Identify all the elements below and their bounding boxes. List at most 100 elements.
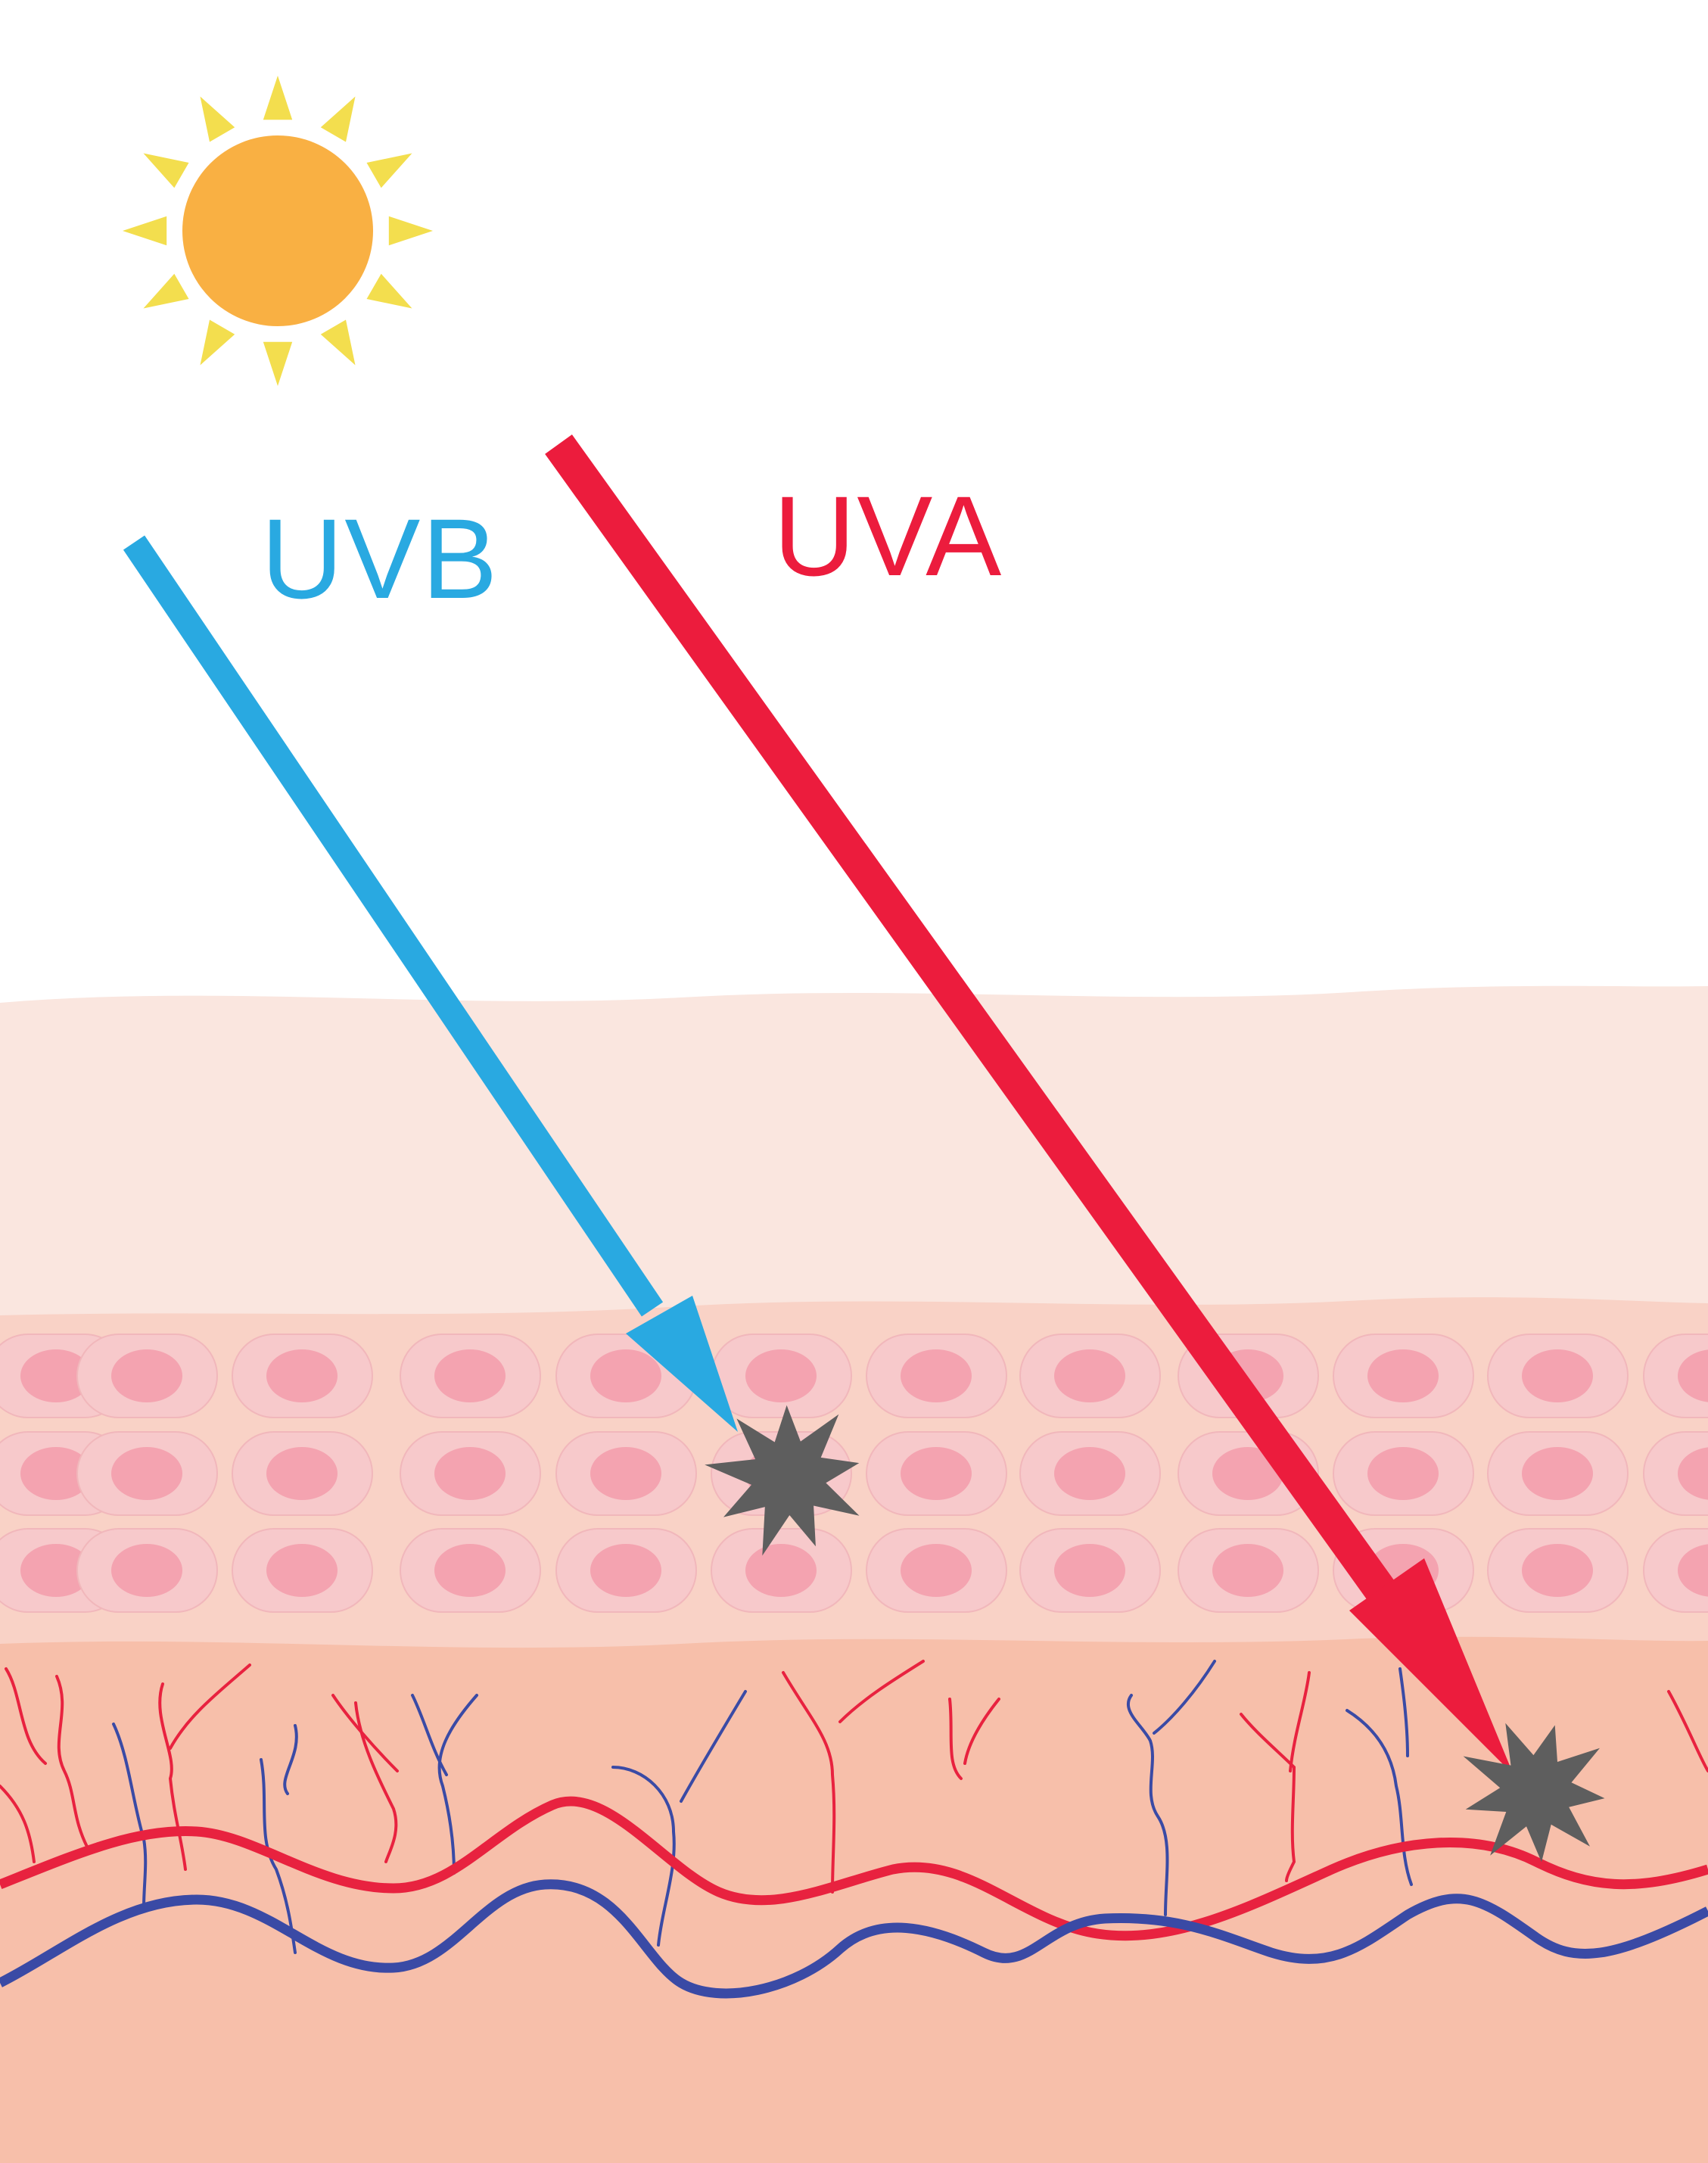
skin-cell [1019,1334,1161,1418]
skin-cell [1178,1528,1319,1613]
epidermis-cells [0,1334,1708,1613]
skin-cell [1019,1528,1161,1613]
cell-nucleus [111,1544,182,1597]
cell-nucleus [434,1349,506,1402]
artery-line [0,1796,1708,1941]
sun-ray [263,76,293,120]
arterial-capillary [782,1671,836,1894]
cell-nucleus [266,1447,338,1500]
arterial-capillary [1240,1713,1296,1882]
skin-cell [76,1528,218,1613]
dermis-layer [0,1636,1708,2163]
venous-capillary [1126,1694,1169,1916]
arterial-capillary [963,1698,1000,1765]
cell-nucleus [590,1447,661,1500]
cell-nucleus [745,1544,817,1597]
skin-cell [400,1431,541,1516]
venous-capillary [1398,1667,1409,1757]
uva-arrow-shaft [545,434,1405,1614]
skin-cell [1333,1334,1474,1418]
sun-ray [143,273,189,309]
cell-nucleus [1678,1544,1708,1597]
cell-nucleus [1367,1349,1439,1402]
venous-capillary [260,1758,297,1954]
cell-nucleus [20,1447,92,1500]
uva-arrow [545,434,1514,1775]
cell-nucleus [901,1349,972,1402]
uvb-arrow [123,535,738,1432]
sun-ray [320,319,356,366]
damage-burst-icon [1463,1723,1605,1863]
venous-capillary [411,1694,448,1776]
cell-nucleus [1054,1447,1125,1500]
sun-ray [366,273,412,309]
cell-nucleus [20,1544,92,1597]
arterial-capillary [5,1667,47,1765]
cell-nucleus [745,1349,817,1402]
sun-ray [366,153,412,188]
cell-nucleus [1678,1349,1708,1402]
cell-nucleus [1054,1544,1125,1597]
cell-nucleus [1678,1447,1708,1500]
cell-nucleus [111,1349,182,1402]
uvb-arrow-head [626,1296,738,1432]
venous-capillary [1153,1660,1216,1735]
venous-capillary [437,1694,478,1875]
arterial-capillary [838,1660,925,1723]
sun-ray [200,319,235,366]
skin-cell [1487,1431,1629,1516]
cell-nucleus [266,1349,338,1402]
skin-cell [1333,1431,1474,1516]
venous-capillary [1346,1709,1413,1886]
cell-nucleus [266,1544,338,1597]
cell-nucleus [111,1447,182,1500]
arterial-capillary [948,1698,963,1780]
skin-cell [400,1528,541,1613]
skin-cell [555,1528,697,1613]
skin-cell [232,1431,373,1516]
skin-cell [866,1334,1007,1418]
arterial-capillary [169,1663,251,1750]
sun-icon [123,76,433,386]
uva-label: UVA [773,472,1003,599]
arterial-capillary [158,1682,187,1871]
skin-cell [711,1334,852,1418]
cell-nucleus [590,1544,661,1597]
skin-cell [232,1334,373,1418]
arterial-capillary [354,1701,398,1863]
skin-cell [866,1431,1007,1516]
venous-capillary [611,1766,676,1947]
skin-cell [400,1334,541,1418]
venous-capillary [680,1690,747,1803]
sun-ray [320,96,356,142]
sun-ray [388,216,433,246]
sun-core [182,135,373,326]
venous-capillary [283,1724,298,1795]
cell-nucleus [1054,1349,1125,1402]
cell-nucleus [1212,1544,1283,1597]
cell-nucleus [434,1447,506,1500]
damage-burst-icon [705,1405,860,1556]
cell-nucleus [1522,1544,1593,1597]
arterial-capillary [1289,1671,1311,1772]
uvb-arrow-shaft [123,535,664,1317]
skin-cell [1643,1431,1708,1516]
arterial-capillary [0,1785,36,1863]
skin-cell [1487,1528,1629,1613]
cell-nucleus [901,1447,972,1500]
skin-cell [1019,1431,1161,1516]
uva-arrow-head [1349,1558,1514,1775]
skin-cell [76,1431,218,1516]
vein-line [0,1879,1708,1999]
cell-nucleus [1367,1447,1439,1500]
cell-nucleus [20,1349,92,1402]
uvb-label: UVB [261,495,499,622]
sun-ray [143,153,189,188]
sun-ray [263,341,293,386]
arterial-capillary [1667,1690,1708,1772]
skin-cell [232,1528,373,1613]
skin-cell [1487,1334,1629,1418]
skin-cell [76,1334,218,1418]
sun-ray [200,96,235,142]
